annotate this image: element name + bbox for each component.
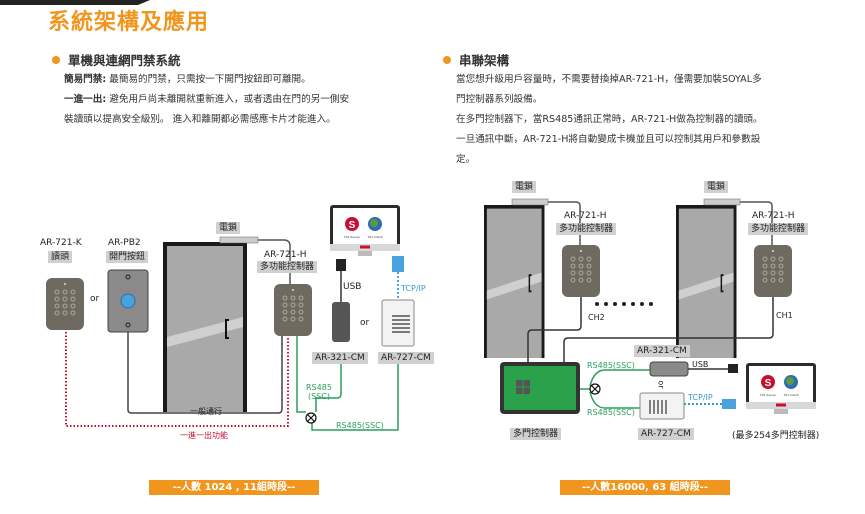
ar727-label: AR-727-CM (378, 352, 434, 364)
right-line-5: 定。 (456, 154, 476, 165)
ethernet-plug-icon (722, 399, 736, 409)
left-line-2: 一進一出: 避免用戶尚未離開就重新進入，或者透由在門的另一側安 (64, 90, 424, 110)
right-capacity-banner: --人數16000, 63 組時段-- (560, 480, 730, 495)
controller-2-keypad-icon (753, 244, 793, 298)
right-line-3: 在多門控制器下，當RS485通訊正常時，AR-721-H做為控制器的讀頭。 (456, 114, 763, 125)
controller-2-model-label: AR-721-H (752, 211, 795, 221)
controller-name-label: 多功能控制器 (257, 261, 318, 273)
usb-plug-icon (728, 364, 738, 373)
ch1-label: CH1 (776, 311, 793, 320)
bullet-icon (443, 55, 451, 64)
multi-door-controller-icon (500, 362, 580, 414)
line-text: 裝讀頭以提高安全級別。 進入和離開都必需感應卡片才能進入。 (64, 114, 336, 125)
usb-plug-icon (336, 259, 346, 271)
ar321-label: AR-321-CM (634, 345, 690, 357)
button-model-label: AR-PB2 (108, 238, 141, 248)
controller-model-label: AR-721-H (264, 250, 307, 260)
lock-2-icon (703, 198, 741, 206)
reader-model-label: AR-721-K (40, 238, 82, 248)
rs485-text: RS485 (306, 383, 332, 392)
anti-passback-label: 一進一出功能 (180, 431, 228, 440)
ar727-label: AR-727-CM (638, 428, 694, 440)
left-diagram (45, 205, 415, 431)
left-line-1: 簡易門禁: 最簡易的門禁，只需按一下開門按鈕即可離開。 (64, 70, 424, 90)
line-label: 簡易門禁: (64, 74, 107, 85)
multi-controller-label: 多門控制器 (510, 428, 562, 440)
left-heading-text: 單機與連網門禁系統 (68, 53, 181, 68)
rs485-label-a: RS485 (SSC) (306, 383, 332, 401)
button-name-label: 開門按鈕 (106, 251, 149, 263)
right-line-1: 當您想升級用戶容量時，不需要替換掉AR-721-H，僅需要加裝SOYAL多 (456, 74, 762, 85)
left-line-3: 裝讀頭以提高安全級別。 進入和離開都必需感應卡片才能進入。 (64, 110, 424, 130)
rs485-top-label: RS485(SSC) (587, 361, 635, 370)
electric-lock-label: 電鎖 (216, 222, 241, 234)
usb-label: USB (343, 282, 362, 292)
line-text: 最簡易的門禁，只需按一下開門按鈕即可離開。 (106, 74, 311, 85)
line-label: 一進一出: (64, 94, 107, 105)
controller-1-keypad-icon (561, 244, 601, 298)
or-label: or (656, 380, 666, 389)
ar727-device-icon (381, 299, 415, 347)
door-1-icon (483, 204, 546, 359)
rs485-bottom-label: RS485(SSC) (587, 408, 635, 417)
ar321-device-icon (649, 361, 689, 377)
controller-2-name-label: 多功能控制器 (748, 223, 809, 235)
reader-keypad-icon (45, 277, 85, 331)
normal-pass-label: 一般通行 (190, 407, 222, 416)
pc-monitor-icon (746, 363, 816, 414)
electric-lock-icon (219, 236, 259, 244)
right-description: 當您想升級用戶容量時，不需要替換掉AR-721-H，僅需要加裝SOYAL多 門控… (456, 70, 846, 170)
right-heading-text: 串聯架構 (459, 53, 510, 68)
rs485-label-b: RS485(SSC) (336, 421, 384, 430)
door-2-icon (675, 204, 738, 359)
line-text: 避免用戶尚未離開就重新進入，或者透由在門的另一側安 (106, 94, 350, 105)
pc-monitor-icon (330, 205, 400, 256)
controller-1-model-label: AR-721-H (564, 211, 607, 221)
lock-1-label: 電鎖 (512, 181, 537, 193)
right-diagram (483, 198, 816, 420)
or-label: or (90, 294, 100, 304)
door-icon (162, 241, 248, 413)
reader-name-label: 讀頭 (48, 251, 73, 263)
top-decor-bar (0, 0, 150, 5)
ssc-text: (SSC) (307, 392, 330, 401)
tcpip-label: TCP/IP (401, 284, 426, 293)
tcpip-label: TCP/IP (688, 393, 713, 402)
exit-button-icon (107, 269, 149, 333)
right-line-4: 一旦通訊中斷，AR-721-H將自動變成卡機並且可以控制其用戶和參數設 (456, 134, 761, 145)
lock-1-icon (511, 198, 549, 206)
ar321-device-icon (332, 302, 350, 342)
right-line-2: 門控制器系列設備。 (456, 94, 543, 105)
usb-label: USB (692, 360, 709, 369)
left-description: 簡易門禁: 最簡易的門禁，只需按一下開門按鈕即可離開。 一進一出: 避免用戶尚未… (64, 70, 424, 130)
ar321-label: AR-321-CM (312, 352, 368, 364)
controller-keypad-icon (273, 283, 313, 337)
page-title: 系統架構及應用 (48, 10, 210, 35)
bullet-icon (52, 55, 60, 64)
left-section-heading: 單機與連網門禁系統 (52, 50, 181, 69)
right-section-heading: 串聯架構 (443, 50, 509, 69)
ellipsis-dots (595, 302, 653, 306)
ethernet-plug-icon (392, 256, 404, 272)
left-capacity-banner: --人數 1024 , 11組時段-- (149, 480, 319, 495)
controller-1-name-label: 多功能控制器 (556, 223, 617, 235)
max-controllers-note: (最多254多門控制器) (732, 431, 820, 441)
ch2-label: CH2 (588, 313, 605, 322)
lock-2-label: 電鎖 (704, 181, 729, 193)
or-label-2: or (360, 318, 370, 328)
